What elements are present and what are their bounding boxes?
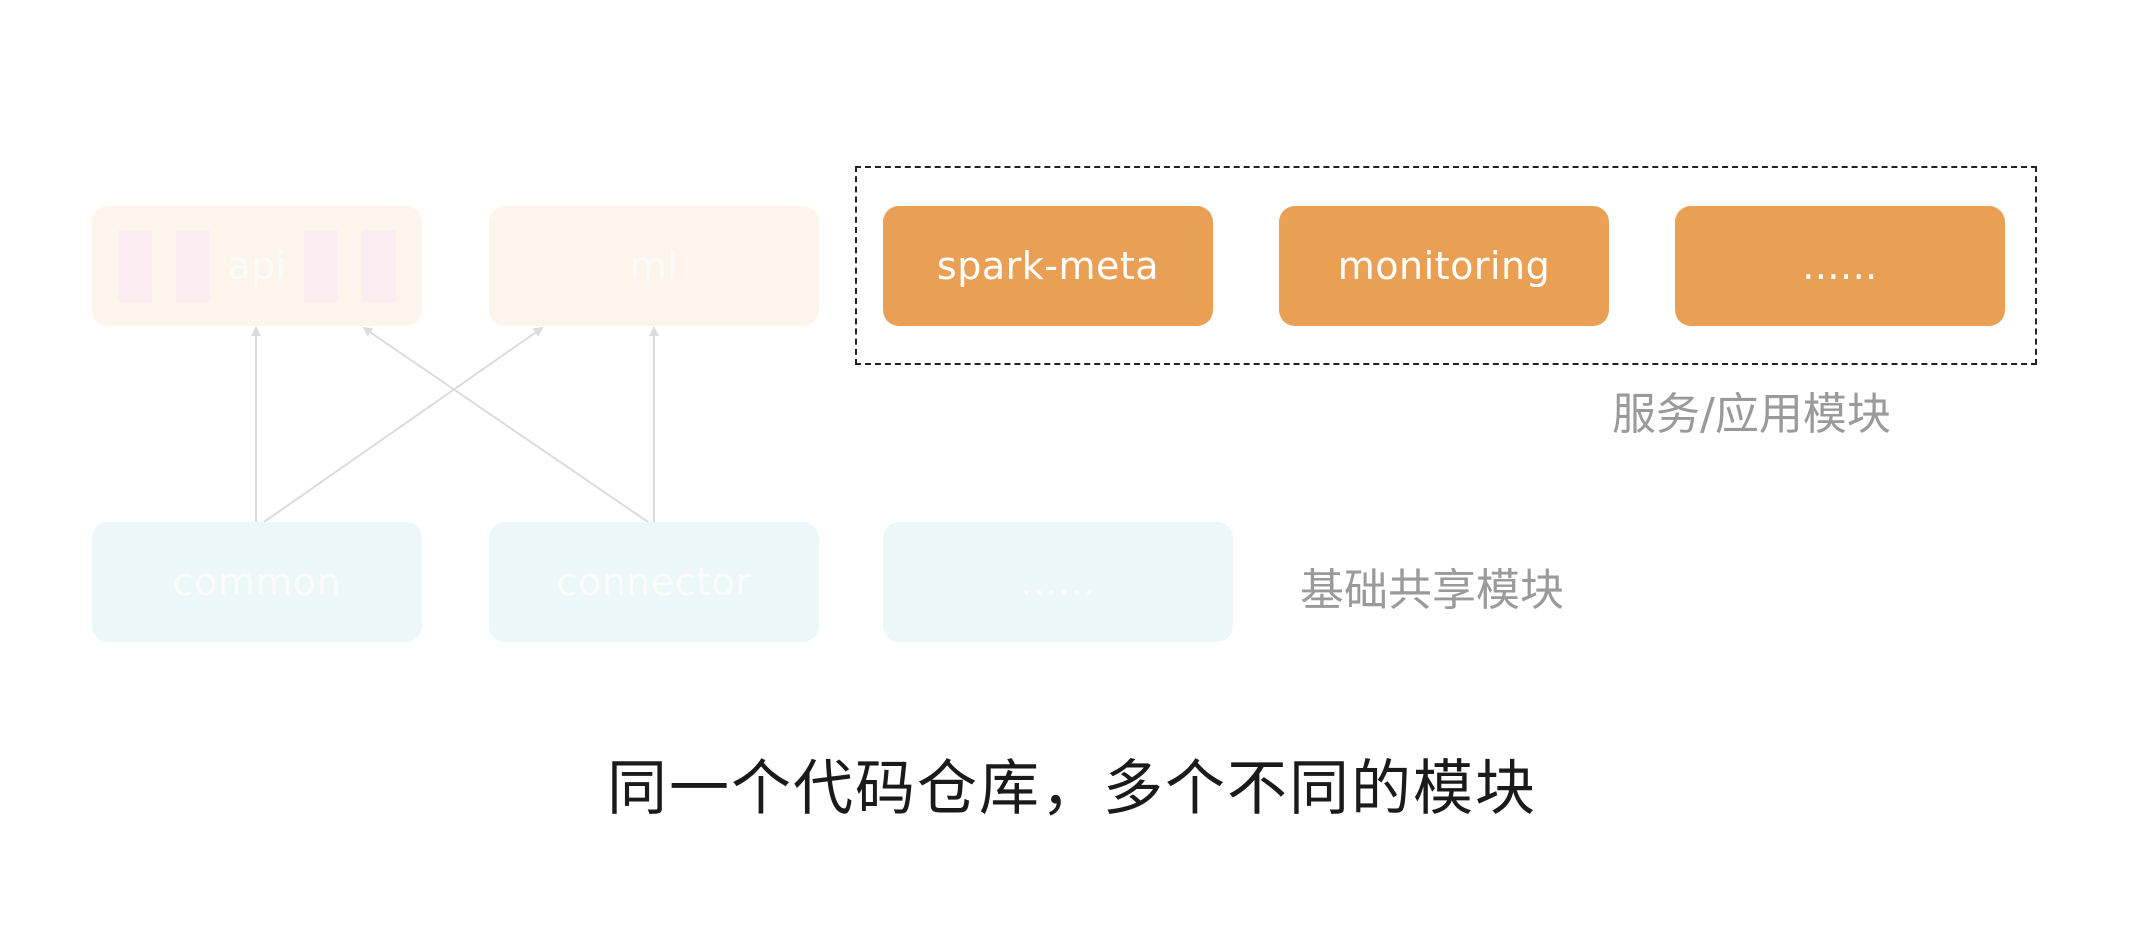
module-label: ml — [629, 244, 679, 288]
module-label: ...... — [1020, 560, 1096, 604]
decorative-stripe — [118, 230, 152, 302]
shared-modules-label: 基础共享模块 — [1300, 565, 1564, 616]
service-modules-label: 服务/应用模块 — [1612, 389, 1891, 440]
module-common: common — [92, 522, 422, 642]
decorative-stripe — [362, 230, 396, 302]
module-api: api — [92, 206, 422, 326]
module-ml: ml — [489, 206, 819, 326]
arrow-common-to-ml — [263, 326, 544, 523]
module-monitoring: monitoring — [1279, 206, 1609, 326]
module-label: spark-meta — [936, 244, 1160, 288]
diagram-caption: 同一个代码仓库，多个不同的模块 — [607, 754, 1537, 824]
module-spark-meta: spark-meta — [883, 206, 1213, 326]
decorative-stripe — [176, 230, 210, 302]
module-label: connector — [556, 560, 752, 604]
service-modules-group — [855, 166, 2037, 365]
decorative-stripe — [304, 230, 338, 302]
module-label: api — [227, 244, 287, 288]
module-label: monitoring — [1337, 244, 1551, 288]
module-connector: connector — [489, 522, 819, 642]
module-label: ...... — [1802, 244, 1878, 288]
module-more-shared: ...... — [883, 522, 1233, 642]
module-label: common — [172, 560, 342, 604]
module-more-services: ...... — [1675, 206, 2005, 326]
arrow-connector-to-api — [362, 326, 649, 523]
